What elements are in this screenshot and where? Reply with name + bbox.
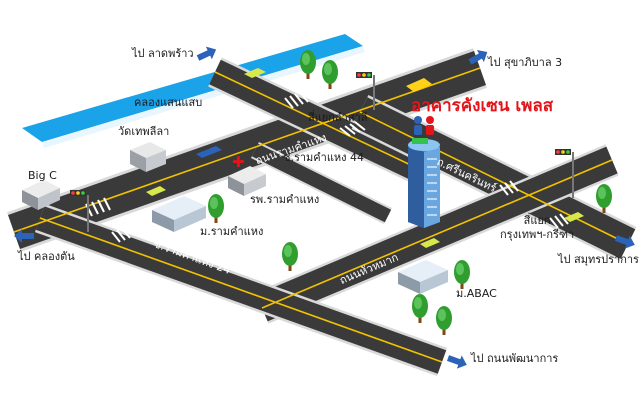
- direction-sukhapiban3: ไป สุขาภิบาล 3: [488, 56, 563, 69]
- label-canal: คลองแสนแสบ: [134, 96, 203, 109]
- direction-ladprao: ไป ลาดพร้าว: [132, 47, 194, 60]
- traffic-light-icons: [70, 72, 574, 232]
- label-junction-krungthep-krita: สี่แยก กรุงเทพฯ-กรีฑา: [500, 214, 575, 241]
- ram-university-building-icon: [152, 196, 206, 232]
- zebra-crossings: [85, 91, 569, 243]
- arrow-ladprao-icon: [195, 43, 220, 65]
- kangsen-building-icon: [408, 138, 440, 228]
- label-hospital: รพ.รามคำแหง: [250, 193, 320, 206]
- direction-khlongtan: ไป คลองตัน: [18, 250, 75, 263]
- label-abac: ม.ABAC: [456, 287, 497, 300]
- vehicle-icons: [146, 68, 584, 248]
- arrow-phatthanakan-icon: [445, 351, 470, 372]
- page-title: อาคารคังเซน เพลส: [411, 96, 554, 116]
- label-road-soi44: ซ.รามคำแหง 44: [283, 151, 365, 164]
- direction-samutprakan: ไป สมุทรปราการ: [558, 253, 639, 266]
- label-temple: วัดเทพลีลา: [118, 125, 170, 138]
- label-bigc: Big C: [28, 169, 57, 182]
- canal-water: [22, 34, 363, 142]
- label-junction-lamsali: สี่แยกลำสาลี: [308, 111, 368, 124]
- road-soi44: [251, 143, 392, 223]
- temple-building-icon: [130, 142, 166, 172]
- kangsen-logo-icon: [414, 116, 434, 135]
- bigc-building-icon: [22, 180, 60, 210]
- label-ram-university: ม.รามคำแหง: [200, 225, 264, 238]
- direction-phatthanakan: ไป ถนนพัฒนาการ: [471, 352, 559, 365]
- hospital-cross-icon: ✚: [232, 153, 245, 171]
- abac-building-icon: [398, 260, 448, 294]
- hospital-building-icon: [228, 166, 266, 196]
